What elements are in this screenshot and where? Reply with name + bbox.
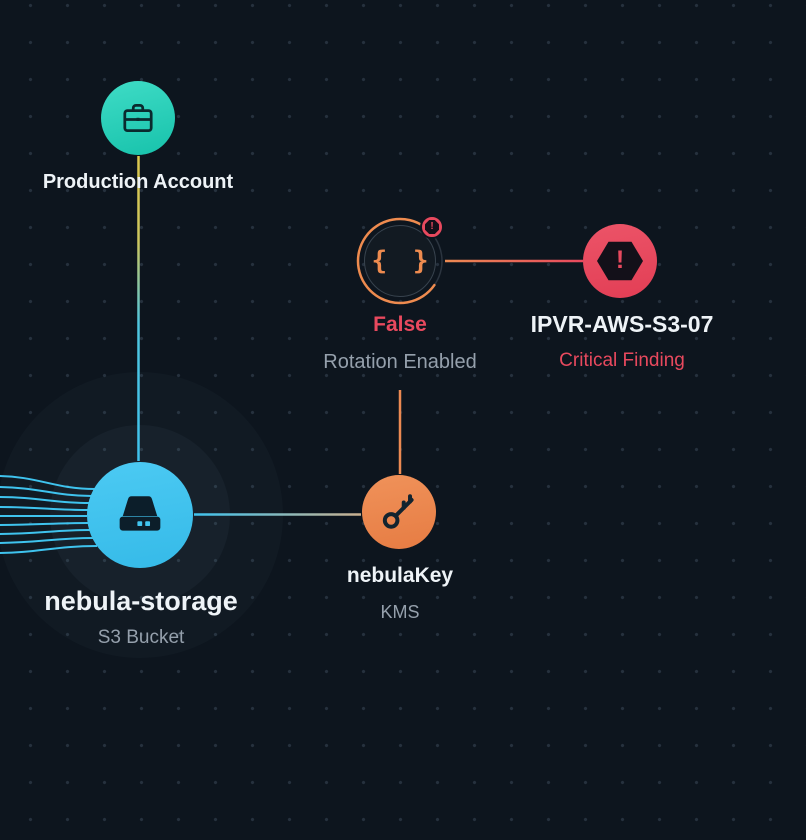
node-label-nebula-key: nebulaKey — [346, 564, 454, 587]
key-icon — [382, 494, 414, 529]
node-sublabel-critical-finding: Critical Finding — [559, 350, 685, 371]
node-label-production-account: Production Account — [42, 171, 234, 193]
node-production-account[interactable] — [101, 81, 175, 155]
node-nebula-key[interactable] — [362, 475, 436, 549]
node-sublabel-rotation-enabled: Rotation Enabled — [323, 351, 477, 373]
alert-octagon-icon: ! — [425, 220, 439, 234]
node-critical-finding[interactable]: ! — [583, 224, 657, 298]
alert-hexagon-icon: ! — [597, 241, 643, 281]
braces-icon: { } — [371, 246, 434, 276]
node-nebula-storage[interactable] — [87, 462, 193, 568]
storage-drive-icon — [119, 496, 161, 531]
alert-badge: ! — [420, 215, 444, 239]
node-label-rotation-value: False — [373, 313, 427, 336]
node-sublabel-s3-bucket: S3 Bucket — [97, 627, 185, 648]
node-sublabel-kms: KMS — [380, 602, 420, 622]
node-rotation-enabled[interactable]: { } — [364, 225, 436, 297]
fan-edges-offscreen-left — [0, 475, 98, 554]
briefcase-icon — [123, 103, 153, 133]
node-label-nebula-storage: nebula-storage — [44, 586, 238, 616]
node-label-finding-id: IPVR-AWS-S3-07 — [530, 311, 714, 337]
